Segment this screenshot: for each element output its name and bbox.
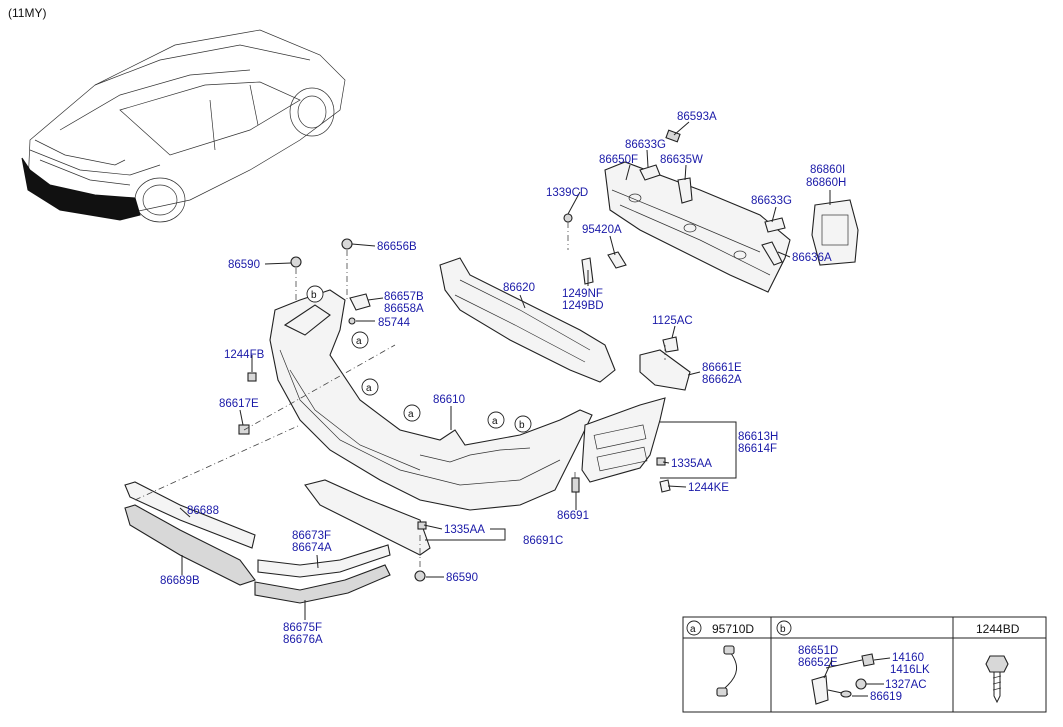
molding-86689b xyxy=(124,504,256,586)
label-86691c: 86691C xyxy=(523,535,563,547)
label-86614f: 86614F xyxy=(738,443,777,455)
label-86691: 86691 xyxy=(557,510,589,522)
label-86636a: 86636A xyxy=(792,252,832,264)
label-1339cd: 1339CD xyxy=(546,187,588,199)
screw-1244ke xyxy=(659,479,671,493)
energy-absorber xyxy=(439,257,616,383)
label-1249bd: 1249BD xyxy=(562,300,604,312)
svg-text:a: a xyxy=(366,383,372,394)
legend-part-86651d: 86651D xyxy=(798,645,838,657)
callout-a-3: a xyxy=(403,404,421,422)
clip-95420a xyxy=(607,251,627,269)
label-86633g-upper: 86633G xyxy=(625,139,666,151)
sensor-95710d-drawing xyxy=(716,645,737,697)
label-1244ke: 1244KE xyxy=(688,482,729,494)
label-1335aa-lower: 1335AA xyxy=(444,524,485,536)
clip-86590-upper xyxy=(290,256,302,268)
legend-table: a 95710D b 1244BD 86651D 86652E 14160 14… xyxy=(682,616,1047,713)
reflector-86617e xyxy=(238,424,250,435)
molding-86675f xyxy=(254,564,391,604)
svg-text:b: b xyxy=(519,420,525,431)
label-86688: 86688 xyxy=(187,505,219,517)
screw-1244fb xyxy=(247,372,257,382)
legend-part-86652e: 86652E xyxy=(798,657,838,669)
callout-b-2: b xyxy=(514,415,532,433)
model-year-label: (11MY) xyxy=(8,6,46,20)
bolt-1244bd-drawing xyxy=(985,655,1009,704)
label-86658a: 86658A xyxy=(384,303,424,315)
callout-a-4: a xyxy=(487,411,505,429)
label-95420a: 95420A xyxy=(582,224,622,236)
svg-text:a: a xyxy=(408,409,414,420)
label-86662a: 86662A xyxy=(702,374,742,386)
label-86674a: 86674A xyxy=(292,542,332,554)
legend-callout-a xyxy=(686,620,702,636)
clip-86590-lower xyxy=(414,570,426,582)
label-86689b: 86689B xyxy=(160,575,200,587)
label-85744: 85744 xyxy=(378,317,411,329)
bracket-group-b-drawing xyxy=(811,653,891,705)
rear-bumper-cover xyxy=(269,289,593,511)
legend-part-95710d: 95710D xyxy=(712,622,754,636)
label-86593a: 86593A xyxy=(677,111,717,123)
molding-86688 xyxy=(124,481,256,549)
label-86610: 86610 xyxy=(433,394,465,406)
legend-part-1244bd: 1244BD xyxy=(976,622,1020,636)
svg-text:a: a xyxy=(492,416,498,427)
bracket-86635w xyxy=(677,177,693,204)
legend-part-86619: 86619 xyxy=(870,691,902,703)
svg-text:b: b xyxy=(311,290,317,301)
rear-bumper-beam xyxy=(604,161,791,293)
bolt-86691 xyxy=(571,477,580,493)
label-1244fb: 1244FB xyxy=(224,349,265,361)
clip-85744 xyxy=(348,317,356,325)
label-86635w: 86635W xyxy=(660,154,703,166)
label-86590-upper: 86590 xyxy=(228,259,260,271)
label-86617e: 86617E xyxy=(219,398,259,410)
bracket-86636a xyxy=(761,241,783,266)
car-thumbnail xyxy=(21,29,346,223)
label-86613h: 86613H xyxy=(738,431,778,443)
clip-1335aa-side xyxy=(656,457,666,466)
clip-86656b xyxy=(341,238,353,250)
label-86633g-lower: 86633G xyxy=(751,195,792,207)
legend-callout-b xyxy=(776,620,792,636)
nut-1339cd xyxy=(563,213,573,223)
label-86650f: 86650F xyxy=(599,154,638,166)
bracket-86860 xyxy=(811,199,859,266)
svg-text:b: b xyxy=(780,624,786,635)
callout-a-2: a xyxy=(361,378,379,396)
svg-text:a: a xyxy=(356,336,362,347)
callout-a-1: a xyxy=(351,331,369,349)
label-86657b: 86657B xyxy=(384,291,424,303)
label-86675f: 86675F xyxy=(283,622,322,634)
bracket-86657b xyxy=(349,293,371,311)
svg-text:a: a xyxy=(690,624,696,635)
callout-b-1: b xyxy=(306,285,324,303)
bracket-86633g-upper xyxy=(639,164,661,181)
label-86661e: 86661E xyxy=(702,362,742,374)
legend-part-1327ac: 1327AC xyxy=(885,679,927,691)
label-86860i: 86860I xyxy=(810,164,845,176)
label-86620: 86620 xyxy=(503,282,535,294)
label-86860h: 86860H xyxy=(806,177,846,189)
legend-part-14160: 14160 xyxy=(892,652,924,664)
label-86673f: 86673F xyxy=(292,530,331,542)
label-86590-lower: 86590 xyxy=(446,572,478,584)
label-1125ac: 1125AC xyxy=(652,315,693,327)
molding-86673f xyxy=(257,544,391,578)
label-86656b: 86656B xyxy=(377,241,417,253)
lower-bracket-86691c xyxy=(304,479,431,556)
side-bracket-86613h xyxy=(581,397,666,483)
label-1335aa-side: 1335AA xyxy=(671,458,712,470)
legend-part-1416lk: 1416LK xyxy=(890,664,930,676)
label-1249nf: 1249NF xyxy=(562,288,603,300)
reflector-lamp-86661e xyxy=(639,349,691,391)
label-86676a: 86676A xyxy=(283,634,323,646)
bracket-86633g-lower xyxy=(764,217,786,233)
